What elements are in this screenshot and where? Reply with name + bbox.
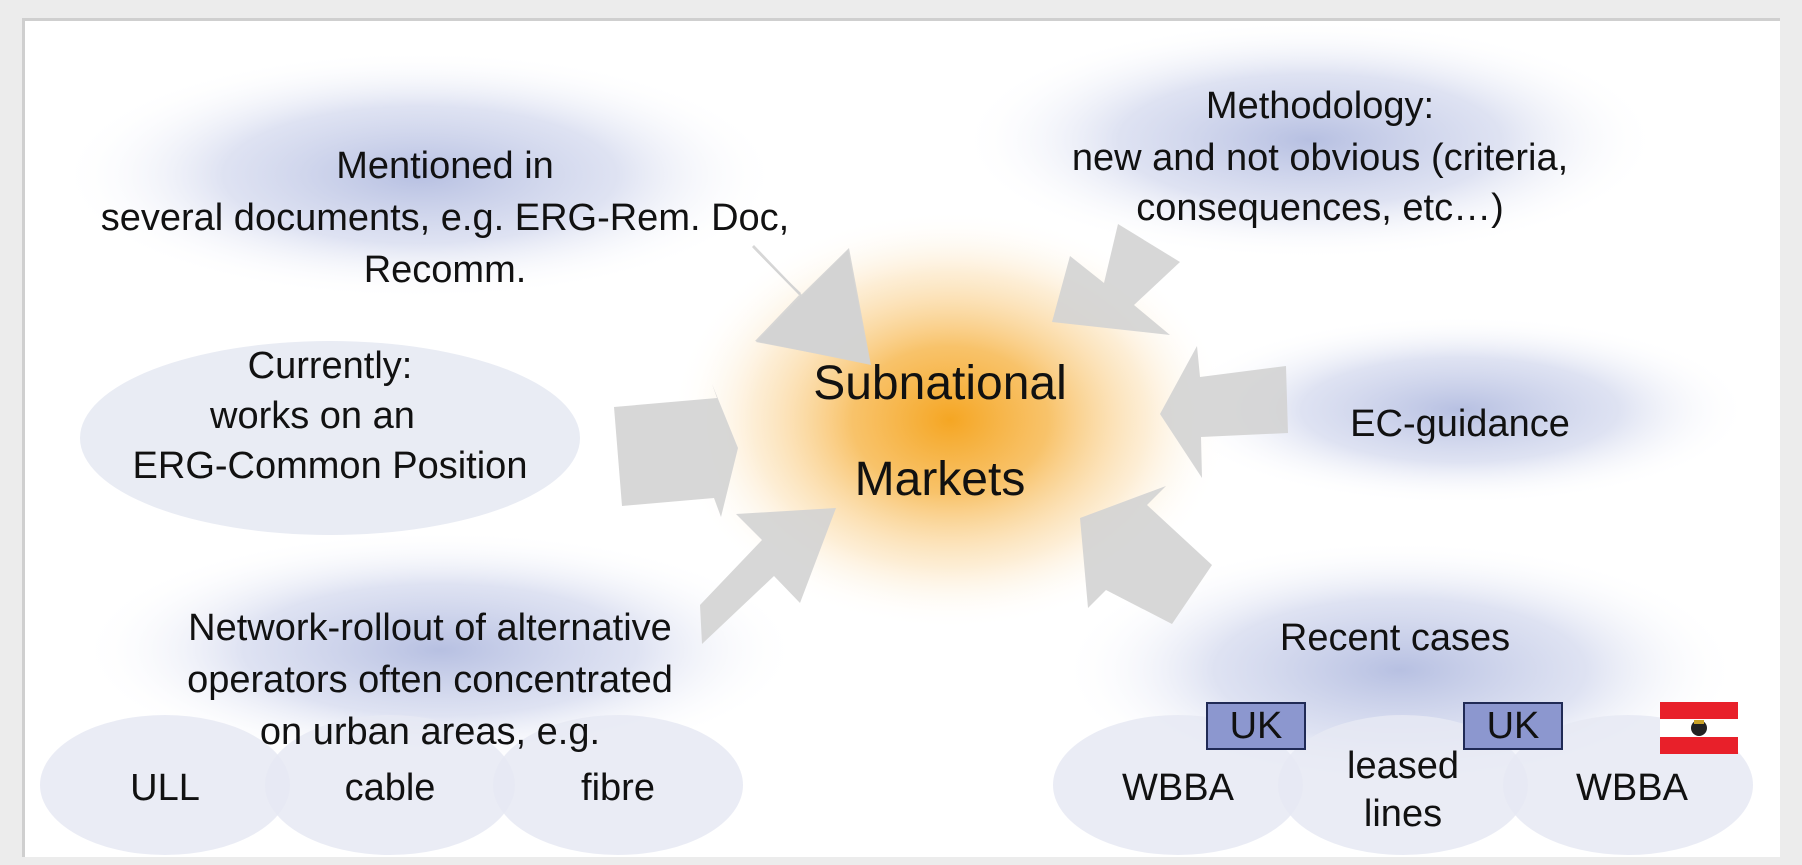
item-wbba-uk: WBBA [1122,767,1234,809]
cloud-top-left [60,50,780,300]
top-left-line3: Recomm. [363,249,527,291]
cloud-bottom-left [80,530,800,770]
austria-flag-icon [1660,702,1738,754]
item-leased-line1: leased [1347,745,1459,787]
recent-cases-title: Recent cases [1279,617,1511,659]
item-wbba-at: WBBA [1576,767,1688,809]
ellipse-leased-lines [1278,715,1528,855]
ellipse-fibre [493,715,743,855]
middle-left-line3: ERG-Common Position [132,445,528,487]
arrow-from-middle-left [614,384,738,517]
cloud-top-right [960,20,1660,260]
item-fibre: fibre [581,767,655,809]
bottom-left-line2: operators often concentrated [187,659,673,701]
item-ull: ULL [130,767,200,809]
arrow-from-bottom-left [700,508,836,644]
cloud-middle-right [1170,315,1750,505]
ellipse-ull [40,715,290,855]
middle-left-line1: Currently: [247,345,413,387]
uk-badge-1: UK [1206,702,1306,750]
bottom-left-line3: on urban areas, e.g. [259,711,601,753]
top-right-line3: consequences, etc…) [1136,187,1504,229]
arrow-from-middle-right [1160,346,1288,478]
arrow-from-top-left [752,247,871,365]
item-leased-line2: lines [1363,793,1443,835]
top-left-line1: Mentioned in [336,145,554,187]
top-right-line1: Methodology: [1205,85,1435,127]
ellipse-wbba-uk [1053,715,1303,855]
top-left-line2: several documents, e.g. ERG-Rem. Doc, [100,197,790,239]
uk-badge-2: UK [1463,702,1563,750]
bottom-left-line1: Network-rollout of alternative [188,607,672,649]
center-title-line1: Subnational [813,357,1067,410]
center-title-line2: Markets [854,453,1026,506]
top-right-line2: new and not obvious (criteria, [1071,137,1569,179]
middle-left-line2: works on an [210,395,415,437]
ellipse-erg-common-position [80,341,580,535]
ellipse-cable [265,715,515,855]
middle-right-label: EC-guidance [1350,403,1570,445]
item-cable: cable [344,767,436,809]
arrow-from-top-right [1052,224,1180,335]
arrow-from-bottom-right [1080,486,1212,624]
